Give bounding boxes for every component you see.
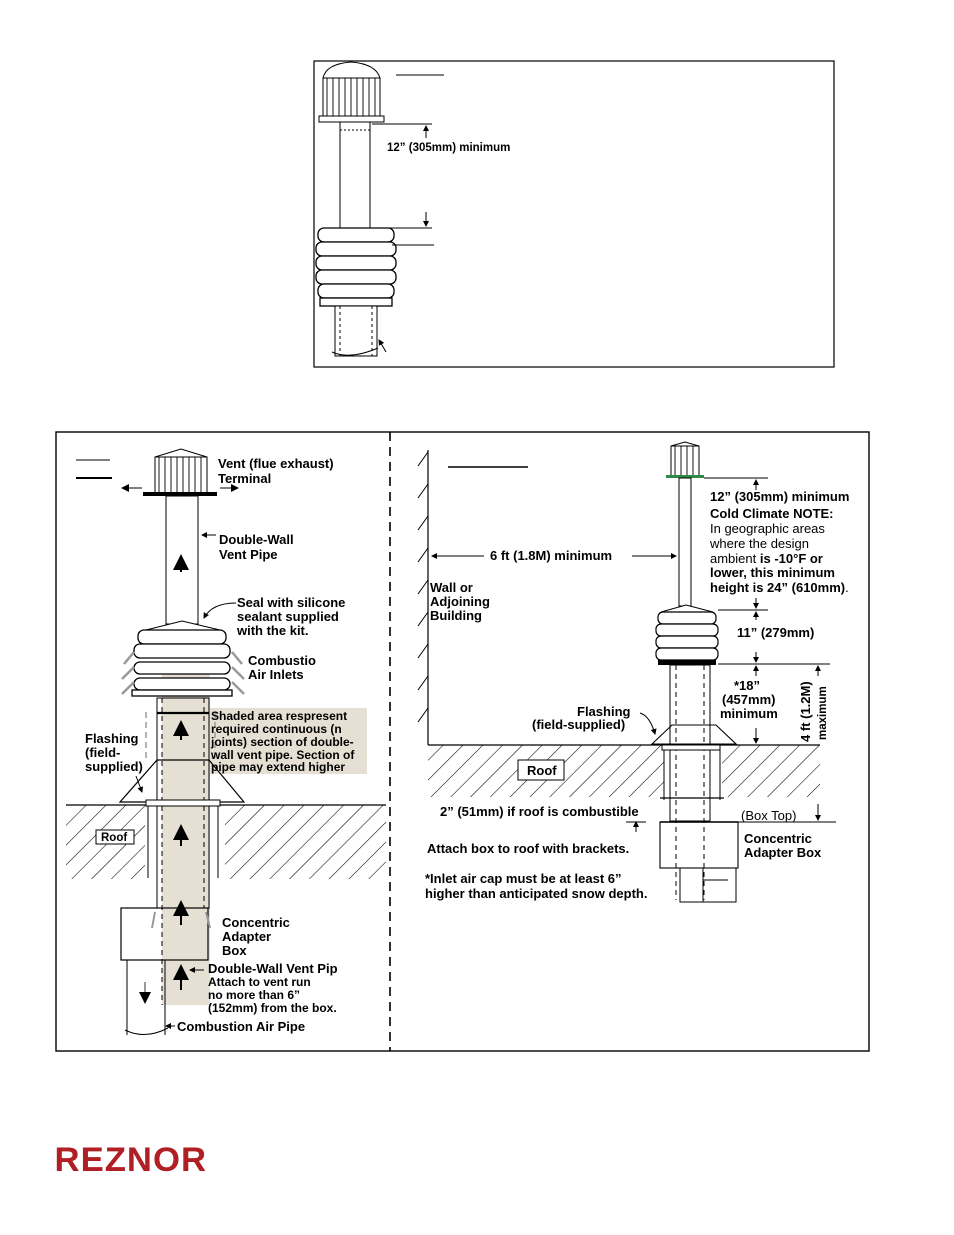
top-dim-label: 12” (305mm) minimum bbox=[387, 142, 510, 154]
right-panel: 6 ft (1.8M) minimum Wall or Adjoining Bu… bbox=[417, 441, 849, 903]
wall-label: Wall or Adjoining Building bbox=[430, 580, 494, 623]
vent-terminal-label: Vent (flue exhaust) Terminal bbox=[218, 456, 337, 486]
shaded-note-label: Shaded area respresent required continuo… bbox=[210, 709, 358, 774]
right-adapter-box-label: Concentric Adapter Box bbox=[744, 831, 822, 860]
dim-11-label: 11” (279mm) bbox=[737, 625, 814, 640]
dim-4ft-label: 4 ft (1.2M) bbox=[798, 681, 813, 742]
right-flashing-label: Flashing (field-supplied) bbox=[532, 704, 634, 732]
shaded-note-box bbox=[210, 708, 367, 774]
combustion-pipe-label: Combustion Air Pipe bbox=[177, 1019, 305, 1034]
cold-climate-line1: In geographic areas bbox=[710, 521, 825, 536]
cold-climate-line5: height is 24” (610mm). bbox=[710, 580, 849, 595]
air-inlet-arrows bbox=[121, 651, 245, 695]
combustible-label: 2” (51mm) if roof is combustible bbox=[440, 804, 639, 819]
combustion-inlets-label: Combustio Air Inlets bbox=[248, 653, 320, 682]
dim-18-label: *18” (457mm) minimum bbox=[720, 678, 779, 721]
box-top-label: (Box Top) bbox=[741, 808, 796, 823]
left-roof-label: Roof bbox=[101, 832, 127, 844]
attach-label: Attach box to roof with brackets. bbox=[427, 841, 629, 856]
right-collar-icon bbox=[655, 604, 719, 665]
wall-dim-label: 6 ft (1.8M) minimum bbox=[490, 548, 612, 563]
right-vent-cap-icon bbox=[666, 441, 704, 478]
min-12-label: 12” (305mm) minimum bbox=[710, 489, 849, 504]
dw-pipe-label: Double-Wall Vent Pip bbox=[208, 961, 338, 976]
left-vent-cap-icon bbox=[143, 448, 217, 496]
cold-climate-line2: where the design bbox=[709, 536, 809, 551]
left-panel: Vent (flue exhaust) Terminal Double-Wall… bbox=[66, 448, 386, 1035]
top-collar-icon bbox=[315, 227, 397, 307]
cold-climate-line4: lower, this minimum bbox=[710, 565, 835, 580]
cold-climate-title: Cold Climate NOTE: bbox=[710, 506, 834, 521]
shaded-pipe-area bbox=[162, 665, 210, 1005]
right-roof-hatch bbox=[428, 745, 820, 797]
top-cap-icon bbox=[318, 61, 385, 123]
left-collar-icon bbox=[131, 620, 233, 697]
right-roof-label: Roof bbox=[527, 763, 557, 778]
double-wall-label: Double-Wall Vent Pipe bbox=[219, 532, 297, 562]
reznor-logo: REZNOR bbox=[54, 1141, 208, 1179]
cold-climate-line3: ambient is -10°F or bbox=[710, 551, 823, 566]
left-flashing-label: Flashing (field- supplied) bbox=[85, 731, 143, 774]
bottom-frame bbox=[55, 431, 870, 1052]
left-adapter-box-label: Concentric Adapter Box bbox=[222, 915, 294, 958]
wall-hatch bbox=[417, 451, 429, 723]
snow-note-label: *Inlet air cap must be at least 6” highe… bbox=[425, 871, 647, 901]
attach-note-label: Attach to vent run no more than 6” (152m… bbox=[208, 975, 337, 1015]
seal-label: Seal with silicone sealant supplied with… bbox=[236, 595, 349, 638]
dim-4ft-max-label: maximum bbox=[817, 686, 829, 740]
top-figure: 12” (305mm) minimum bbox=[313, 60, 835, 368]
